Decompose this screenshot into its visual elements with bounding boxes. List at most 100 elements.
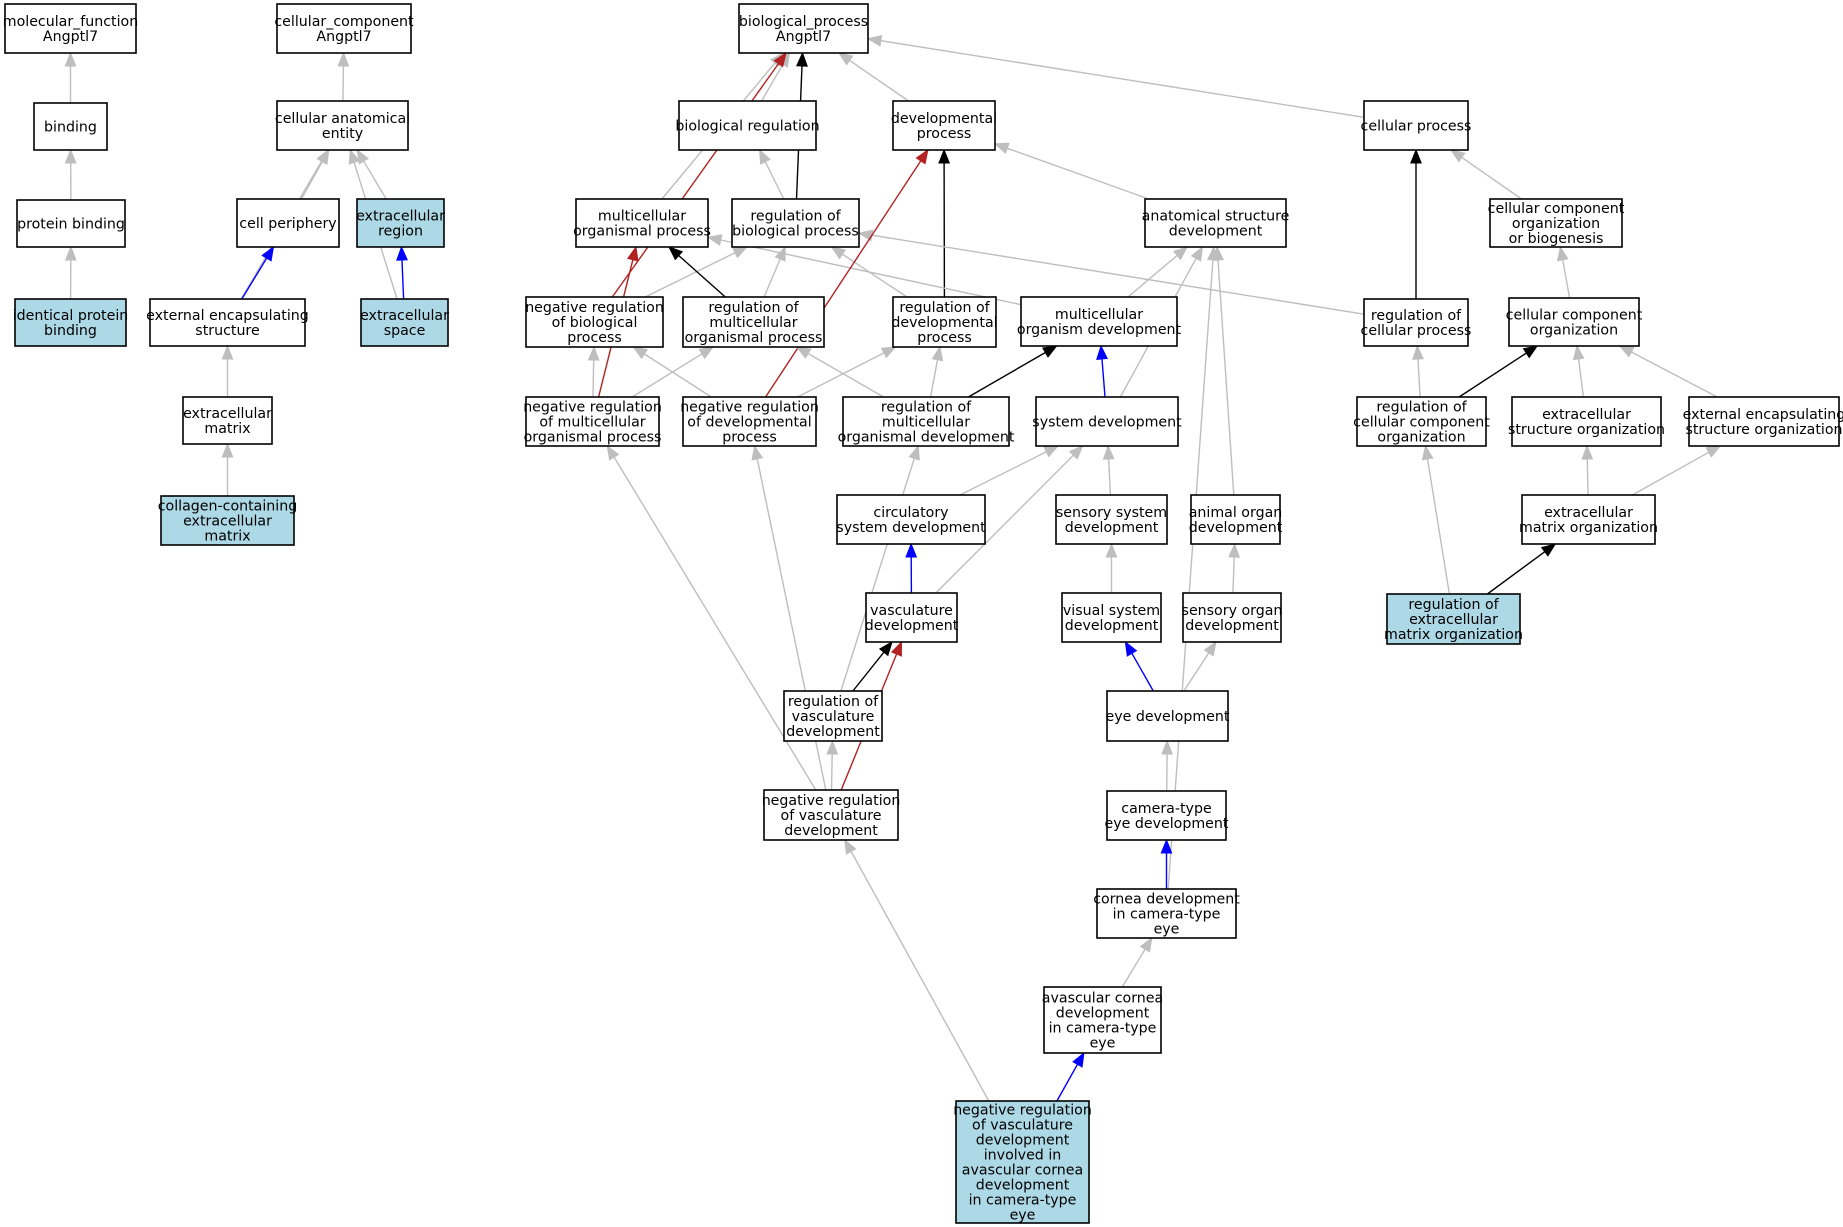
node-box bbox=[865, 592, 958, 643]
edge-arrowhead bbox=[1410, 148, 1422, 164]
node-label-line: external encapsulating bbox=[146, 308, 309, 324]
node-eye-dev[interactable]: eye development bbox=[1106, 690, 1230, 742]
node-box bbox=[236, 198, 340, 248]
node-label-line: extracellular bbox=[360, 308, 449, 324]
node-box bbox=[149, 298, 306, 347]
node-cellular-process[interactable]: cellular process bbox=[1361, 100, 1472, 151]
edge-is-a bbox=[64, 245, 77, 300]
edge-arrowhead bbox=[1160, 838, 1173, 854]
edge-arrowhead bbox=[1096, 344, 1108, 360]
edge-line bbox=[929, 359, 939, 398]
edge-is-a bbox=[1632, 445, 1722, 496]
edge-line bbox=[1426, 458, 1451, 595]
node-label-line: cell periphery bbox=[239, 216, 336, 232]
node-box bbox=[1182, 592, 1282, 643]
node-label-line: development bbox=[1189, 520, 1283, 536]
edge-line bbox=[797, 352, 885, 398]
edge-is-a bbox=[929, 345, 944, 398]
edge-line bbox=[880, 40, 1365, 118]
edge-is-a bbox=[1102, 444, 1115, 496]
node-box bbox=[356, 198, 445, 248]
node-label-line: development bbox=[1056, 1006, 1150, 1022]
edge-is-a bbox=[221, 442, 234, 496]
node-label-line: sensory organ bbox=[1182, 603, 1283, 619]
node-box bbox=[1061, 592, 1162, 643]
node-label-line: structure organization bbox=[1508, 422, 1665, 438]
edge-arrowhead bbox=[1572, 344, 1585, 361]
node-box bbox=[738, 3, 869, 54]
node-box bbox=[731, 198, 860, 248]
node-label-line: eye development bbox=[1106, 709, 1230, 725]
node-label-line: of multicellular bbox=[539, 415, 645, 431]
node-label-line: organismal process bbox=[524, 430, 662, 446]
node-label-line: visual system bbox=[1063, 603, 1160, 619]
node-box bbox=[1106, 790, 1227, 841]
edge-is-a bbox=[1127, 246, 1189, 298]
node-label-line: regulation of bbox=[1408, 597, 1499, 613]
node-label-line: vasculature bbox=[792, 709, 875, 725]
edge-is-a bbox=[631, 346, 715, 398]
node-label-line: of biological bbox=[552, 315, 638, 331]
node-protein-binding[interactable]: protein binding bbox=[16, 199, 126, 248]
edge-line bbox=[871, 234, 1365, 315]
node-box bbox=[1511, 396, 1662, 447]
node-cell-periphery[interactable]: cell periphery bbox=[236, 198, 340, 248]
edge-is-a bbox=[706, 234, 1022, 306]
node-box bbox=[1386, 593, 1521, 645]
node-system-dev[interactable]: system development bbox=[1032, 396, 1182, 447]
edge-arrowhead bbox=[221, 344, 234, 360]
edge-arrowhead bbox=[1172, 246, 1189, 261]
node-bio-reg[interactable]: biological regulation bbox=[675, 100, 820, 151]
node-label-line: organismal process bbox=[685, 330, 823, 346]
node-box bbox=[360, 298, 449, 347]
edge-arrowhead bbox=[1105, 542, 1118, 558]
node-label-line: matrix bbox=[204, 421, 250, 437]
node-binding[interactable]: binding bbox=[33, 102, 108, 151]
node-label-line: involved in bbox=[984, 1148, 1062, 1164]
node-box bbox=[783, 690, 883, 742]
edge-regulates bbox=[1486, 543, 1557, 595]
edge-line bbox=[1486, 551, 1546, 595]
